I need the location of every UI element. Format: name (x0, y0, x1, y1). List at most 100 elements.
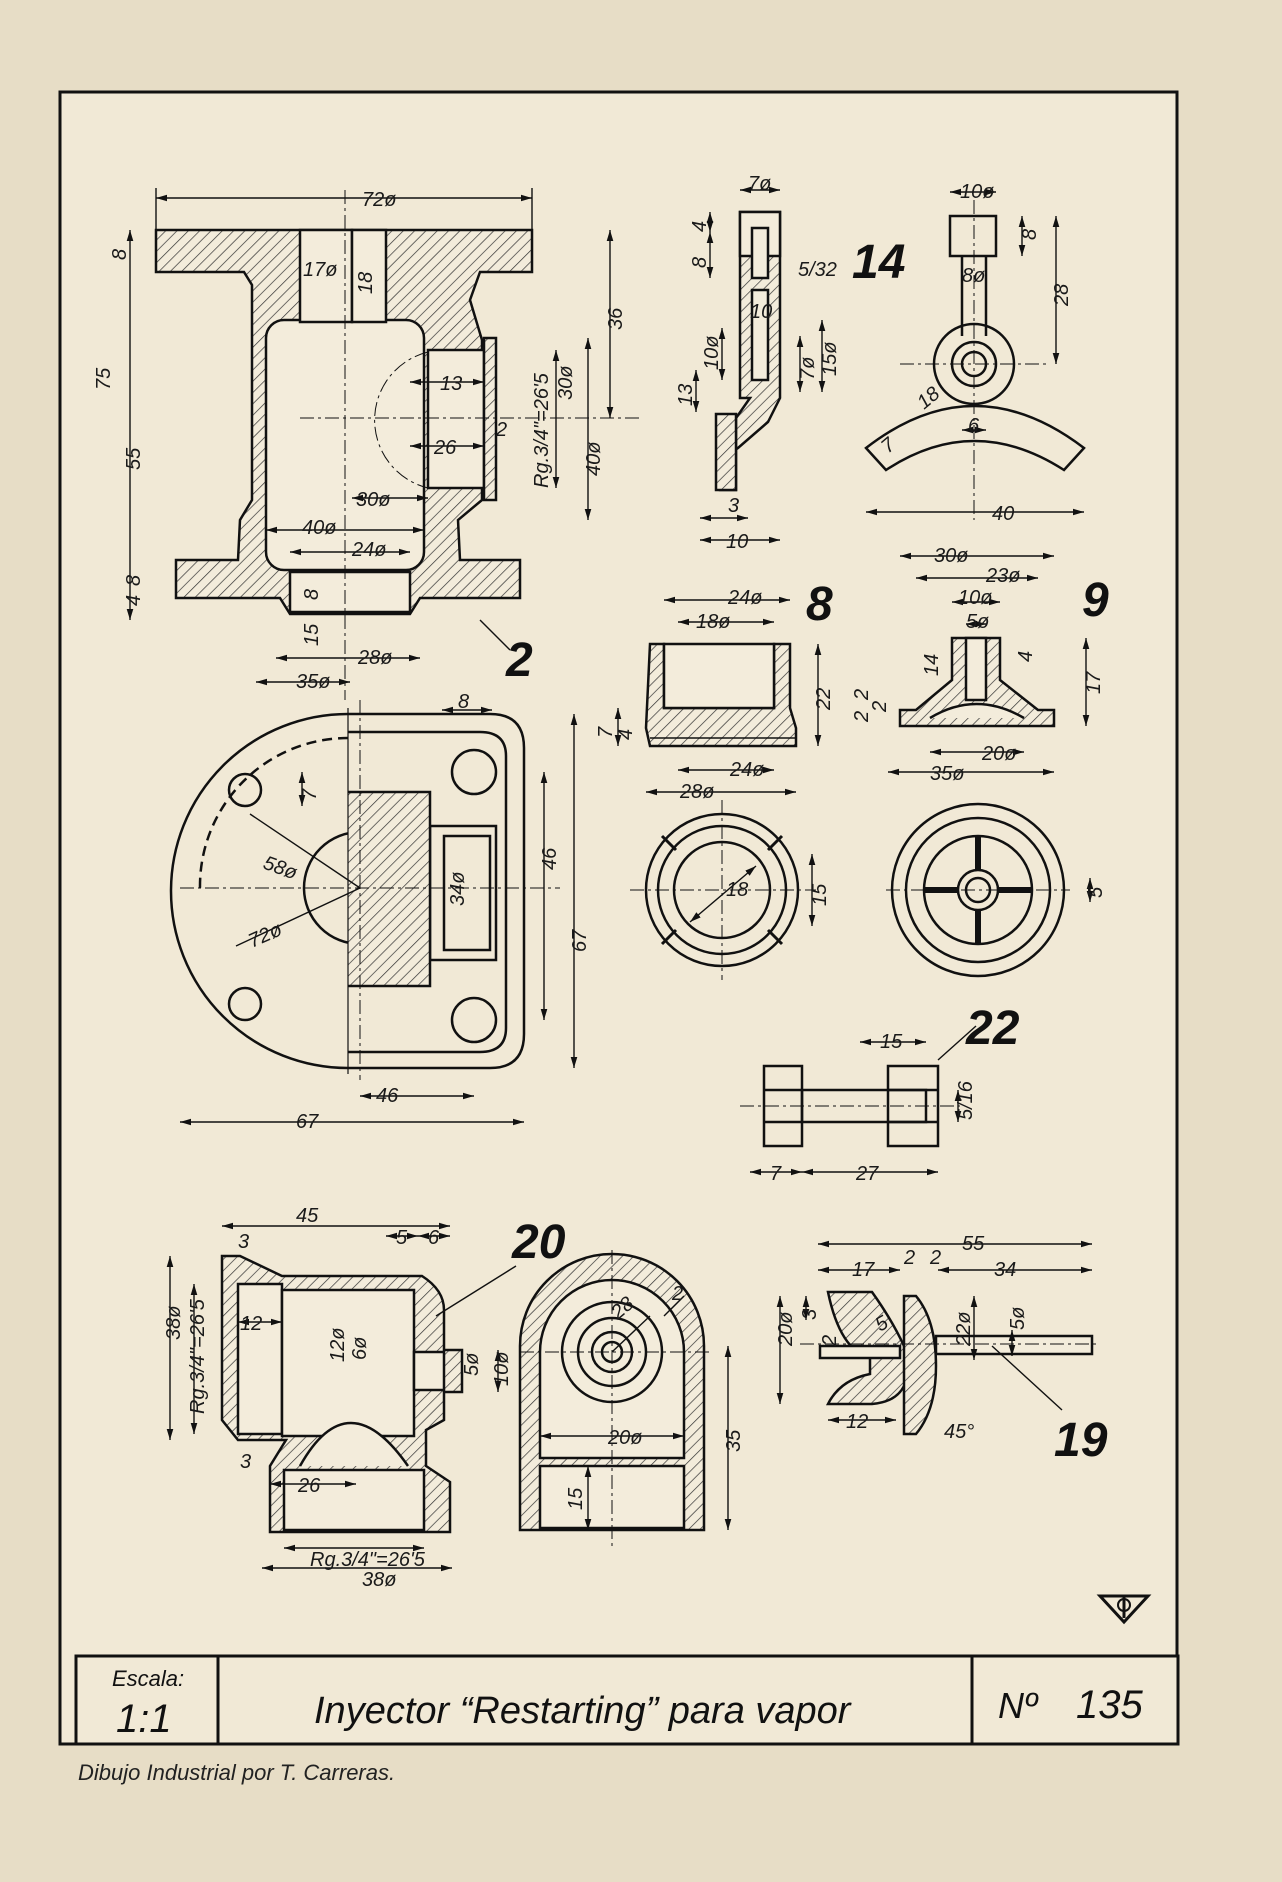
dim-label: Rg.3/4"=26'5 (531, 372, 553, 488)
part-callout: 8 (806, 578, 833, 631)
dim-label: 2 (671, 1283, 683, 1305)
dim-label: 15 (880, 1031, 903, 1053)
dim-label: 14 (921, 654, 943, 676)
dim-label: 7ø (748, 173, 771, 195)
dim-label: 15 (301, 623, 323, 646)
dim-label: 46 (539, 847, 561, 870)
dim-label: 7ø (797, 357, 819, 380)
dim-label: 45° (944, 1421, 974, 1443)
dim-label: 34 (994, 1259, 1016, 1281)
part-8-dimensions (614, 596, 822, 926)
part-callout: 22 (965, 1002, 1020, 1055)
dim-label: 4 (689, 221, 711, 232)
dim-label: 22ø (953, 1312, 975, 1347)
dim-label: 18ø (696, 611, 730, 633)
dim-label: 4 (615, 729, 637, 740)
dim-label: 13 (440, 373, 462, 395)
dim-label: 4 (123, 595, 145, 606)
dim-label: 8 (1019, 229, 1041, 240)
dim-label: 8ø (962, 265, 985, 287)
dim-label: 34ø (447, 872, 469, 906)
dim-label: 10 (750, 301, 772, 323)
part-14-side-view (714, 210, 782, 492)
dim-label: 35ø (930, 763, 964, 785)
dim-label: 45 (296, 1205, 319, 1227)
dim-label: 28ø (679, 781, 714, 803)
part-22-dimensions (750, 1025, 977, 1176)
dim-label: 5ø (1007, 1307, 1029, 1330)
dim-label: 3 (728, 495, 739, 517)
dim-label: 28ø (357, 647, 392, 669)
dim-label: 23ø (985, 565, 1020, 587)
part-callout: 20 (511, 1216, 566, 1269)
dim-label: 5ø (461, 1353, 483, 1376)
dim-label: 15ø (819, 342, 841, 376)
sheet-number: 135 (1076, 1683, 1143, 1727)
part-20-front-view (518, 1250, 710, 1550)
part-callout: 14 (852, 236, 905, 289)
dim-label: 15 (565, 1487, 587, 1510)
part-8-plan (630, 800, 816, 980)
dim-label: 38ø (163, 1306, 185, 1340)
dim-label: 8 (123, 575, 145, 586)
part-20-dimensions (166, 1222, 732, 1572)
dim-label: 7 (770, 1163, 782, 1185)
dim-label: 2 (929, 1247, 941, 1269)
part-2-centerlines (300, 190, 640, 700)
part-callout: 19 (1054, 1414, 1108, 1467)
drawing-title: Inyector “Restarting” para vapor (314, 1690, 852, 1732)
dim-label: 15 (809, 883, 831, 906)
dim-label: 5/16 (955, 1080, 977, 1120)
dim-label: 22 (813, 688, 835, 711)
dim-label: 20ø (981, 743, 1016, 765)
dim-label: 10 (726, 531, 748, 553)
dim-label: 24ø (729, 759, 764, 781)
dim-label: 2 (851, 689, 873, 701)
dim-label: 3 (799, 1309, 821, 1320)
part-22-bolt (740, 1064, 960, 1148)
dim-label: 35 (723, 1429, 745, 1452)
part-callout: 2 (505, 634, 533, 687)
dim-label: 10ø (491, 1352, 513, 1386)
dim-label: 4 (1015, 651, 1037, 662)
dim-label: Rg.3/4"=26'5 (187, 1298, 209, 1414)
dim-label: 26 (433, 437, 457, 459)
dim-label: 17 (1083, 671, 1105, 694)
part-9-section (898, 636, 1056, 728)
dim-label: 55 (962, 1233, 985, 1255)
dim-label: 75 (93, 367, 115, 390)
part-callout: 9 (1082, 574, 1109, 627)
dim-label: 30ø (356, 489, 390, 511)
dim-label: 26 (297, 1475, 321, 1497)
dim-label: 30ø (934, 545, 968, 567)
dim-label: 5/32 (798, 259, 837, 281)
dim-label: 40ø (583, 442, 605, 476)
dim-label: 20ø (607, 1427, 642, 1449)
author-credit: Dibujo Industrial por T. Carreras. (78, 1760, 396, 1785)
part-14-front-dimensions (866, 188, 1084, 516)
dim-label: 18 (355, 272, 377, 294)
publisher-logo (1096, 1594, 1152, 1625)
part-14-front-view (864, 200, 1086, 520)
dim-label: 8 (458, 691, 469, 713)
dim-label: 6 (968, 415, 980, 437)
dim-label: 24ø (727, 587, 762, 609)
dim-label: 24ø (351, 539, 386, 561)
dim-label: 12 (240, 1313, 262, 1335)
scale-label: Escala: (112, 1666, 184, 1691)
dim-label: 20ø (775, 1312, 797, 1347)
part-19-dimensions (776, 1240, 1092, 1424)
dim-label: 7 (595, 726, 617, 738)
dim-label: 5 (1085, 886, 1107, 898)
part-2-plan-dimensions (180, 706, 578, 1126)
dim-label: 17ø (303, 259, 337, 281)
dim-label: 8 (301, 589, 323, 600)
dim-label: 2 (495, 419, 507, 441)
dim-label: 2 (851, 711, 873, 723)
dim-label: 2 (903, 1247, 915, 1269)
dim-label: Rg.3/4"=26'5 (310, 1549, 426, 1571)
part-8-section (644, 642, 798, 748)
dim-label: 67 (296, 1111, 319, 1133)
